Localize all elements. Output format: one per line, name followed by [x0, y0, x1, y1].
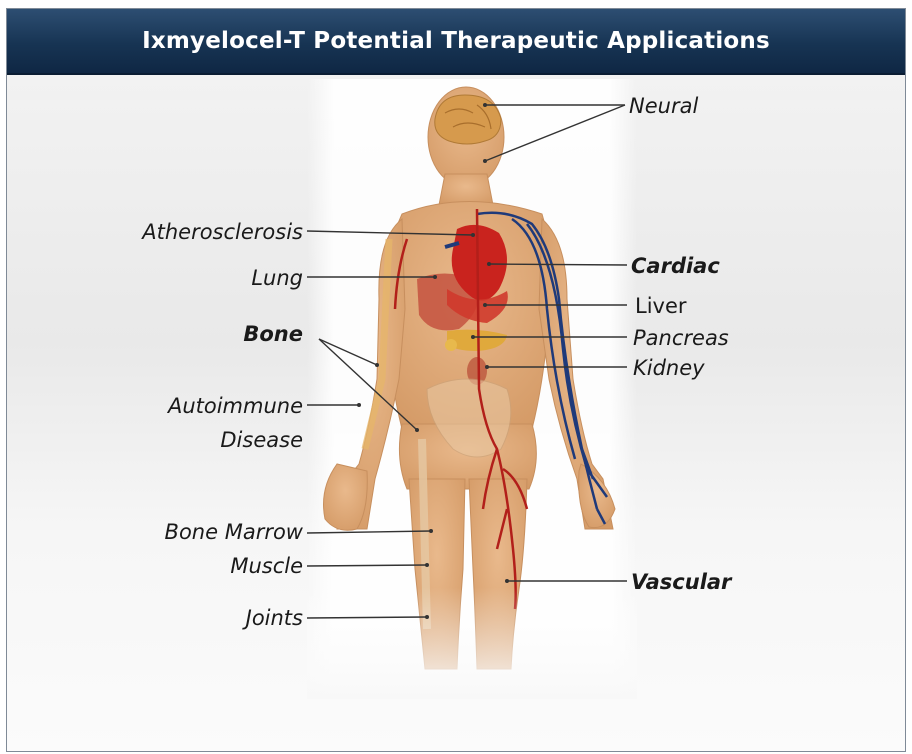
diagram-frame: Ixmyelocel-T Potential Therapeutic Appli… [6, 8, 906, 752]
label-muscle: Muscle [67, 553, 303, 579]
label-bone: Bone [127, 321, 303, 347]
label-joints: Joints [67, 605, 303, 631]
label-atherosclerosis: Atherosclerosis [67, 219, 303, 245]
label-cardiac: Cardiac [631, 253, 720, 279]
label-vascular: Vascular [631, 569, 731, 595]
label-neural: Neural [629, 93, 698, 119]
label-autoimmune-line2: Disease [67, 427, 303, 453]
leader-joints [307, 617, 427, 618]
label-kidney: Kidney [633, 355, 705, 381]
label-liver: Liver [635, 293, 687, 319]
leader-cardiac [489, 264, 627, 265]
leader-muscle [307, 565, 427, 566]
label-autoimmune-line1: Autoimmune [67, 393, 303, 419]
human-body-figure [7, 9, 906, 752]
label-pancreas: Pancreas [633, 325, 729, 351]
label-lung: Lung [127, 265, 303, 291]
label-bone-marrow: Bone Marrow [67, 519, 303, 545]
